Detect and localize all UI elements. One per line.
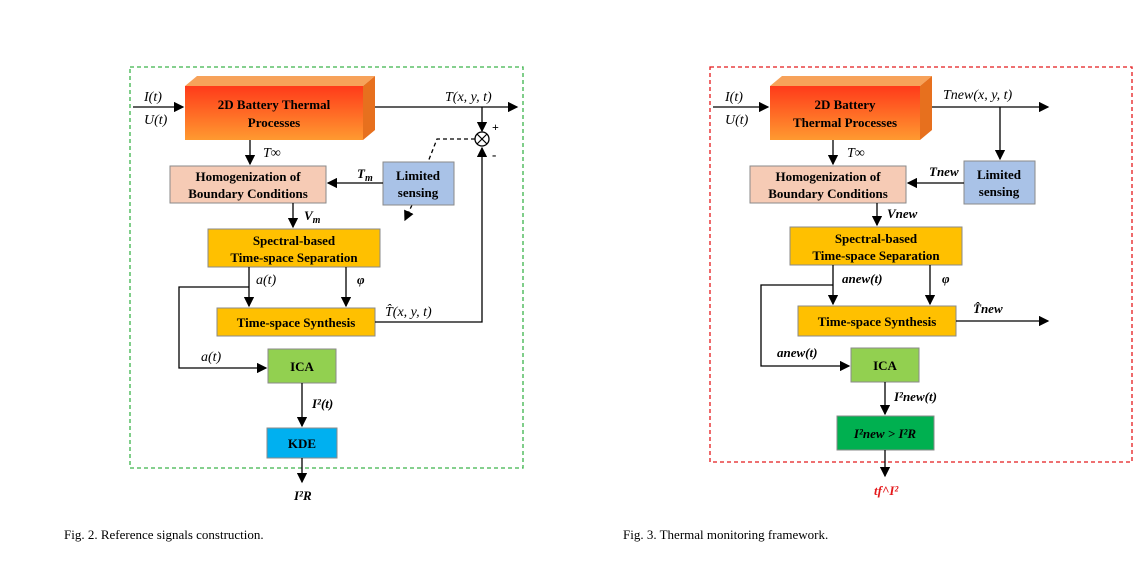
homogenization-box: Homogenization of Boundary Conditions — [169, 165, 327, 204]
fig3-diagram: I(t) U(t) 2D Battery Thermal Processes T… — [709, 66, 1133, 498]
ica-label: ICA — [290, 359, 314, 374]
a-new-feedback-label: anew(t) — [777, 345, 817, 360]
phi-label: φ — [357, 272, 365, 287]
synthesis-label: Time-space Synthesis — [237, 315, 356, 330]
battery-label-2: Thermal Processes — [793, 115, 897, 130]
spectral-separation-box: Spectral-based Time-space Separation — [207, 228, 381, 268]
limited-sensing-box: Limited sensing — [963, 160, 1036, 205]
homog-label-2: Boundary Conditions — [188, 186, 308, 201]
compare-label: I²new > I²R — [853, 426, 916, 441]
fig2-dashed-border — [129, 66, 524, 469]
t-new-label: Tnew — [929, 164, 959, 179]
input-voltage: U(t) — [144, 113, 168, 128]
input-current: I(t) — [143, 90, 162, 105]
ica-box: ICA — [850, 347, 920, 383]
ica-box: ICA — [267, 348, 337, 384]
phi-label: φ — [942, 271, 950, 286]
summing-junction — [474, 131, 490, 147]
input-current: I(t) — [724, 90, 743, 105]
homogenization-box: Homogenization of Boundary Conditions — [749, 165, 907, 204]
battery-label-1: 2D Battery Thermal — [218, 97, 331, 112]
i2r-label: I²R — [293, 488, 312, 503]
homog-label-2: Boundary Conditions — [768, 186, 888, 201]
kde-label: KDE — [288, 436, 316, 451]
ica-label: ICA — [873, 358, 897, 373]
synthesis-box: Time-space Synthesis — [216, 307, 376, 337]
synthesis-box: Time-space Synthesis — [797, 305, 957, 337]
spectral-label-2: Time-space Separation — [230, 250, 358, 265]
sensing-label-1: Limited — [977, 167, 1022, 182]
battery-label-2: Processes — [248, 115, 300, 130]
a-t-label: a(t) — [256, 273, 277, 288]
battery-thermal-box: 2D Battery Thermal Processes — [185, 76, 375, 140]
spectral-label-1: Spectral-based — [253, 233, 336, 248]
sensing-label-2: sensing — [979, 184, 1020, 199]
synthesis-label: Time-space Synthesis — [818, 314, 937, 329]
homog-label-1: Homogenization of — [775, 169, 881, 184]
i2-t-label: I²(t) — [311, 396, 333, 411]
threshold-compare-box: I²new > I²R — [836, 415, 935, 451]
fig2-diagram: 2D Battery Thermal Processes I(t) U(t) T… — [129, 66, 524, 503]
a-t-feedback-label: a(t) — [201, 350, 222, 365]
t-m-label: Tm — [357, 166, 373, 184]
t-hat-new-label: T̂new — [973, 301, 1003, 316]
fig3-dashed-border — [709, 66, 1133, 463]
t-infinity: T∞ — [847, 146, 865, 161]
homog-label-1: Homogenization of — [195, 169, 301, 184]
t-hat-label: T̂(x, y, t) — [385, 304, 432, 320]
i2new-label: I²new(t) — [893, 389, 937, 404]
battery-thermal-box: 2D Battery Thermal Processes — [770, 76, 932, 140]
v-new-label: Vnew — [887, 206, 918, 221]
spectral-label-2: Time-space Separation — [812, 248, 940, 263]
output-temperature: Tnew(x, y, t) — [943, 88, 1013, 103]
sensing-label-1: Limited — [396, 168, 441, 183]
figure-reference-signals: 2D Battery Thermal Processes I(t) U(t) T… — [0, 0, 570, 525]
limited-sensing-box: Limited sensing — [382, 161, 455, 206]
fig2-caption: Fig. 2. Reference signals construction. — [64, 527, 264, 542]
spectral-separation-box: Spectral-based Time-space Separation — [789, 226, 963, 266]
spectral-label-1: Spectral-based — [835, 231, 918, 246]
failure-time-label: tf^I² — [874, 483, 899, 498]
t-infinity: T∞ — [263, 146, 281, 161]
battery-label-1: 2D Battery — [814, 97, 876, 112]
a-new-label: anew(t) — [842, 271, 882, 286]
figure-thermal-monitoring: I(t) U(t) 2D Battery Thermal Processes T… — [570, 0, 1140, 525]
plus-sign: + — [492, 120, 499, 134]
input-voltage: U(t) — [725, 113, 749, 128]
output-temperature: T(x, y, t) — [445, 90, 492, 105]
v-m-label: Vm — [304, 208, 321, 226]
kde-box: KDE — [266, 427, 338, 459]
sensing-label-2: sensing — [398, 185, 439, 200]
fig3-caption: Fig. 3. Thermal monitoring framework. — [623, 527, 829, 542]
minus-sign: - — [492, 147, 496, 162]
